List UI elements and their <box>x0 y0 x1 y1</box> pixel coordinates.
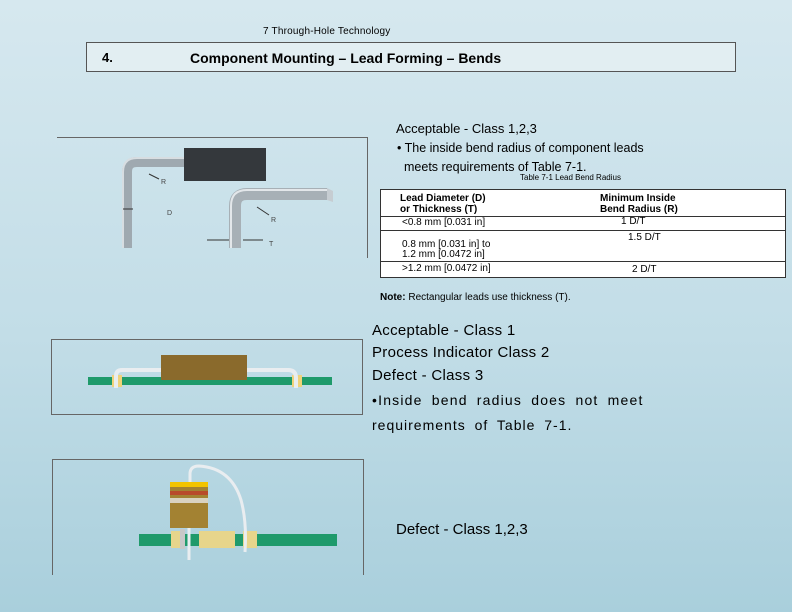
defect-bend-figure <box>52 459 364 575</box>
right-lead <box>229 188 327 248</box>
process-line2: Process Indicator Class 2 <box>372 344 550 361</box>
lead-bend-diagram: R D R T <box>122 148 333 248</box>
table-row3-col2: 2 D/T <box>632 264 657 275</box>
radius-arrow-left <box>148 173 160 180</box>
right-lead-end <box>327 188 333 202</box>
acceptable-bullet-line1: • The inside bend radius of component le… <box>397 141 644 155</box>
table-row2-col1a: 0.8 mm [0.031 in] to <box>402 239 491 250</box>
defect-label: Defect - Class 1,2,3 <box>396 521 528 538</box>
section-number: 4. <box>102 50 113 65</box>
running-header: 7 Through-Hole Technology <box>263 26 391 37</box>
table-rule-header <box>381 216 785 217</box>
table-row2-col2: 1.5 D/T <box>628 232 661 243</box>
table-header-col2-line1: Minimum Inside <box>600 193 676 204</box>
radius-arrow-right <box>256 206 270 216</box>
section-title: Component Mounting – Lead Forming – Bend… <box>190 50 502 66</box>
left-lead <box>122 157 184 248</box>
band-white <box>170 498 208 503</box>
acceptable-heading: Acceptable - Class 1,2,3 <box>396 121 537 136</box>
table-note: Note: Rectangular leads use thickness (T… <box>380 292 571 303</box>
process-bullet-line1: •Inside bend radius does not meet <box>372 392 644 408</box>
band-yellow <box>170 482 208 487</box>
process-line3: Defect - Class 3 <box>372 367 484 384</box>
process-line1: Acceptable - Class 1 <box>372 322 516 339</box>
table-rule-row1 <box>381 230 785 231</box>
component-body <box>170 482 208 528</box>
table-header-col2-line2: Bend Radius (R) <box>600 204 678 215</box>
section-title-bar: 4. Component Mounting – Lead Forming – B… <box>86 42 736 72</box>
table-rule-row2 <box>381 261 785 262</box>
pcb-board <box>139 534 337 546</box>
left-land-cap <box>180 529 185 549</box>
component-body <box>184 148 266 181</box>
process-bullet-line2: requirements of Table 7-1. <box>372 417 573 433</box>
defect-bend-diagram <box>139 464 337 560</box>
pcb-bend-figure <box>51 339 363 415</box>
right-lead <box>246 368 298 388</box>
lead-bend-radius-table: Lead Diameter (D) or Thickness (T) Minim… <box>380 189 786 278</box>
table-caption: Table 7-1 Lead Bend Radius <box>520 173 621 182</box>
note-label: Note: <box>380 292 406 303</box>
label-d: D <box>167 210 172 217</box>
table-row1-col2: 1 D/T <box>621 216 646 227</box>
band-red <box>170 491 208 495</box>
table-row1-col1: <0.8 mm [0.031 in] <box>402 217 486 228</box>
left-lead <box>114 368 162 388</box>
component-body <box>161 355 247 380</box>
table-row2-col1b: 1.2 mm [0.0472 in] <box>402 249 485 260</box>
label-r-left: R <box>161 179 166 186</box>
table-header-col1-line2: or Thickness (T) <box>400 204 478 215</box>
lead-bend-figure: R D R T <box>57 137 368 258</box>
upper-lead <box>188 464 247 553</box>
table-header-col1-line1: Lead Diameter (D) <box>400 193 486 204</box>
pcb-board <box>88 377 332 385</box>
left-lead-highlight <box>122 157 184 248</box>
pcb-bend-diagram <box>88 355 332 388</box>
acceptable-bullet-line2: meets requirements of Table 7-1. <box>404 160 587 174</box>
right-lead-highlight <box>230 189 327 248</box>
land-center <box>199 531 235 548</box>
table-row3-col1: >1.2 mm [0.0472 in] <box>402 263 491 274</box>
label-t: T <box>269 241 274 248</box>
label-r-right: R <box>271 217 276 224</box>
note-text: Rectangular leads use thickness (T). <box>405 292 571 303</box>
